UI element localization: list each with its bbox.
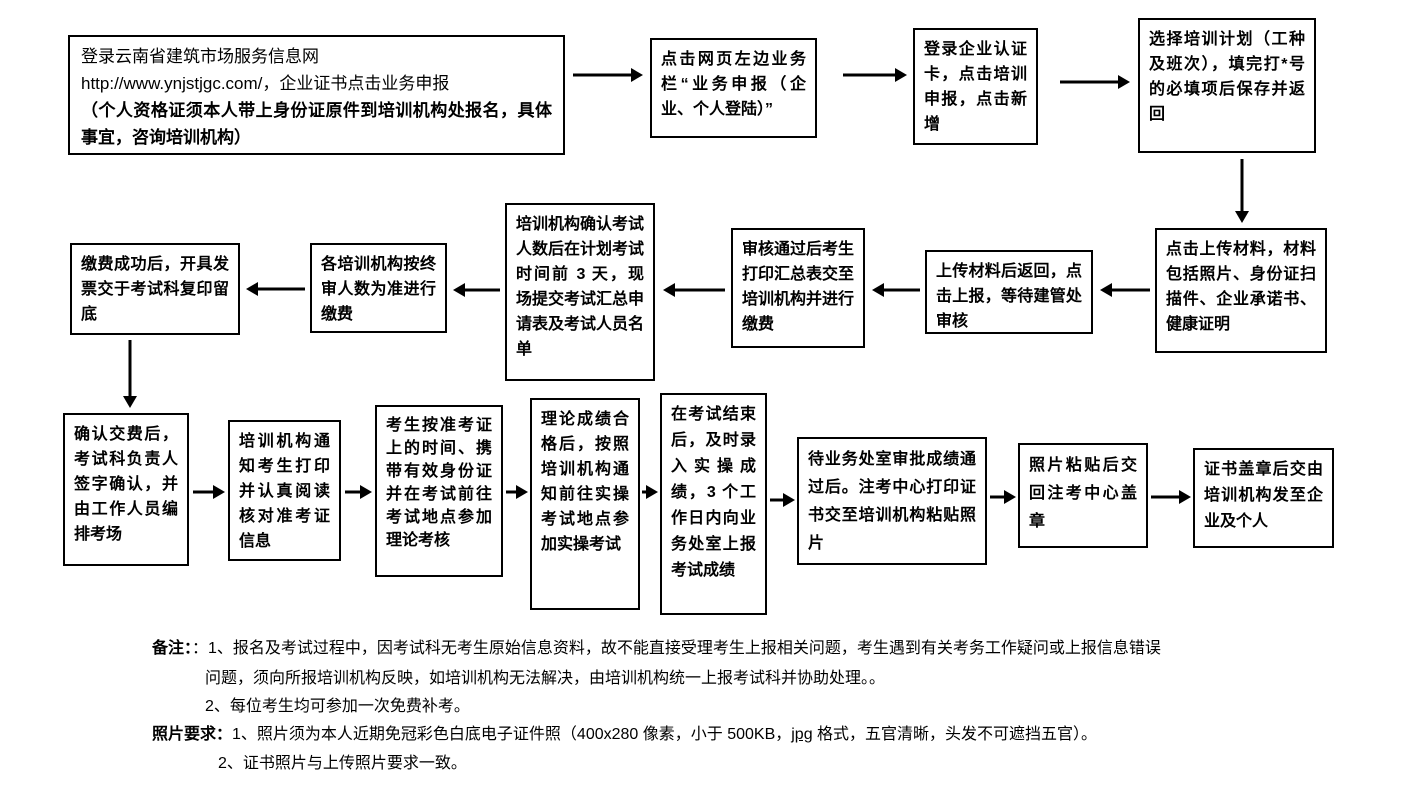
- arrow-notify-to-theory: [345, 484, 372, 500]
- flow-step-paste-photo: 照片粘贴后交回注考中心盖章: [1018, 443, 1148, 548]
- flow-step-print-summary-text: 审核通过后考生打印汇总表交至培训机构并进行缴费: [742, 241, 855, 333]
- flow-step-login-cert-text: 登录企业认证卡，点击培训申报，点击新增: [924, 41, 1027, 133]
- photo-line2-text: 2、证书照片与上传照片要求一致。: [218, 755, 467, 772]
- photo-requirement-label: 照片要求：: [152, 726, 233, 743]
- flow-step-paste-photo-text: 照片粘贴后交回注考中心盖章: [1029, 457, 1137, 530]
- flow-step-confirm-count: 培训机构确认考试人数后在计划考试时间前 3 天，现场提交考试汇总申请表及考试人员…: [505, 203, 655, 381]
- remark-line-2: 问题，须向所报培训机构反映，如培训机构无法解决，由培训机构统一上报考试科并协助处…: [205, 668, 885, 690]
- arrow-confirm-to-notify: [193, 484, 225, 500]
- arrow-record-to-cert: [770, 492, 795, 508]
- remark-line2-text: 问题，须向所报培训机构反映，如培训机构无法解决，由培训机构统一上报考试科并协助处…: [205, 670, 886, 687]
- remark-label: 备注：: [152, 640, 193, 657]
- photo-requirement-line-1: 照片要求：1、照片须为本人近期免冠彩色白底电子证件照（400x280 像素，小于…: [152, 724, 1097, 746]
- flow-step-org-pay-text: 各培训机构按终审人数为准进行缴费: [321, 256, 436, 323]
- flow-step-theory-exam: 考生按准考证上的时间、携带有效身份证并在考试前往考试地点参加理论考核: [375, 405, 503, 577]
- flow-step-issue-cert-text: 证书盖章后交由培训机构发至企业及个人: [1204, 461, 1323, 530]
- flow-step-confirm-count-text: 培训机构确认考试人数后在计划考试时间前 3 天，现场提交考试汇总申请表及考试人员…: [516, 216, 645, 358]
- arrow-cert-to-paste: [990, 489, 1016, 505]
- flow-step-select-plan: 选择培训计划（工种及班次），填完打*号的必填项后保存并返回: [1138, 18, 1316, 153]
- flow-step-notify-ticket: 培训机构通知考生打印并认真阅读核对准考证信息: [228, 420, 341, 561]
- remark-line1-text: ：1、报名及考试过程中，因考试科无考生原始信息资料，故不能直接受理考生上报相关问…: [192, 640, 1161, 657]
- flow-step-record-score: 在考试结束后，及时录入实操成绩，3 个工作日内向业务处室上报考试成绩: [660, 393, 767, 615]
- flow-step-notify-ticket-text: 培训机构通知考生打印并认真阅读核对准考证信息: [239, 433, 330, 550]
- flow-step-org-pay: 各培训机构按终审人数为准进行缴费: [310, 243, 447, 333]
- flow-step-issue-cert: 证书盖章后交由培训机构发至企业及个人: [1193, 448, 1334, 548]
- arrow-practical-to-record: [642, 484, 658, 500]
- flow-step-confirm-pay-text: 确认交费后，考试科负责人签字确认，并由工作人员编排考场: [74, 426, 178, 543]
- arrow-count-to-orgpay: [453, 282, 500, 298]
- flow-step-print-summary: 审核通过后考生打印汇总表交至培训机构并进行缴费: [731, 228, 865, 348]
- arrow-menu-to-cert: [843, 67, 907, 83]
- arrow-invoice-to-confirm: [122, 340, 138, 408]
- flow-step-click-menu: 点击网页左边业务栏“业务申报（企业、个人登陆）”: [650, 38, 817, 138]
- flow-step-login-site-text: 登录云南省建筑市场服务信息网 http://www.ynjstjgc.com/，…: [81, 47, 450, 93]
- flow-step-submit-review: 上传材料后返回，点击上报，等待建管处审核: [925, 250, 1093, 334]
- remark-line-3: 2、每位考生均可参加一次免费补考。: [205, 696, 470, 718]
- flow-step-print-cert-text: 待业务处室审批成绩通过后。注考中心打印证书交至培训机构粘贴照片: [808, 451, 976, 552]
- remark-line3-text: 2、每位考生均可参加一次免费补考。: [205, 698, 470, 715]
- flow-step-login-site-note: （个人资格证须本人带上身份证原件到培训机构处报名，具体事宜，咨询培训机构）: [81, 101, 552, 147]
- arrow-theory-to-practical: [506, 484, 528, 500]
- flow-step-invoice: 缴费成功后，开具发票交于考试科复印留底: [70, 243, 240, 335]
- flow-step-invoice-text: 缴费成功后，开具发票交于考试科复印留底: [81, 256, 229, 323]
- arrow-cert-to-plan: [1060, 74, 1130, 90]
- arrow-login-to-menu: [573, 67, 643, 83]
- flow-step-confirm-pay: 确认交费后，考试科负责人签字确认，并由工作人员编排考场: [63, 413, 189, 566]
- flow-step-practical-exam: 理论成绩合格后，按照培训机构通知前往实操考试地点参加实操考试: [530, 398, 640, 610]
- arrow-plan-to-upload: [1234, 159, 1250, 223]
- remark-line-1: 备注：：1、报名及考试过程中，因考试科无考生原始信息资料，故不能直接受理考生上报…: [152, 638, 1161, 660]
- arrow-upload-to-submit: [1100, 282, 1150, 298]
- flow-step-record-score-text: 在考试结束后，及时录入实操成绩，3 个工作日内向业务处室上报考试成绩: [671, 406, 756, 579]
- photo-line1-post: 格式，五官清晰，头发不可遮挡五官）。: [812, 726, 1098, 743]
- arrow-orgpay-to-invoice: [246, 281, 305, 297]
- flow-step-submit-review-text: 上传材料后返回，点击上报，等待建管处审核: [936, 263, 1082, 330]
- photo-jpg-text: jpg: [791, 726, 813, 743]
- arrow-summary-to-count: [663, 282, 725, 298]
- flow-step-print-cert: 待业务处室审批成绩通过后。注考中心打印证书交至培训机构粘贴照片: [797, 437, 987, 565]
- flow-step-select-plan-text: 选择培训计划（工种及班次），填完打*号的必填项后保存并返回: [1149, 31, 1305, 123]
- photo-line1-pre: 1、照片须为本人近期免冠彩色白底电子证件照（400x280 像素，小于 500K…: [232, 726, 792, 743]
- flow-step-login-site: 登录云南省建筑市场服务信息网 http://www.ynjstjgc.com/，…: [68, 35, 565, 155]
- flow-step-upload-materials-text: 点击上传材料，材料包括照片、身份证扫描件、企业承诺书、健康证明: [1166, 241, 1316, 333]
- flow-step-click-menu-text: 点击网页左边业务栏“业务申报（企业、个人登陆）”: [661, 51, 806, 118]
- flow-step-upload-materials: 点击上传材料，材料包括照片、身份证扫描件、企业承诺书、健康证明: [1155, 228, 1327, 353]
- flow-step-practical-exam-text: 理论成绩合格后，按照培训机构通知前往实操考试地点参加实操考试: [541, 411, 629, 553]
- photo-requirement-line-2: 2、证书照片与上传照片要求一致。: [218, 753, 467, 775]
- flow-step-theory-exam-text: 考生按准考证上的时间、携带有效身份证并在考试前往考试地点参加理论考核: [386, 417, 492, 549]
- arrow-paste-to-issue: [1151, 489, 1191, 505]
- flow-step-login-cert: 登录企业认证卡，点击培训申报，点击新增: [913, 28, 1038, 145]
- arrow-submit-to-summary: [872, 282, 920, 298]
